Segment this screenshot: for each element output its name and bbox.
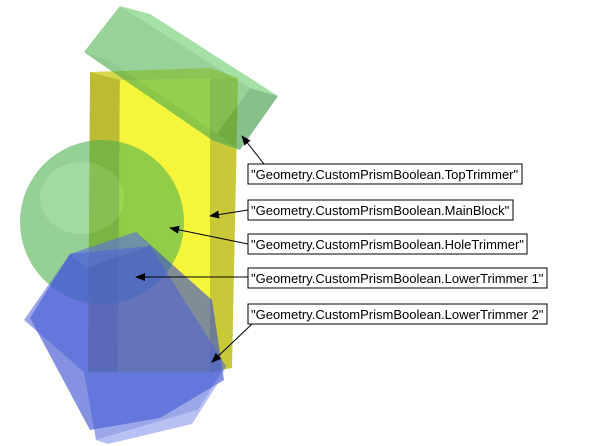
- callout-lower-trimmer-2-arrow: [211, 323, 253, 363]
- callout-hole-trimmer-label: "Geometry.CustomPrismBoolean.HoleTrimmer…: [251, 237, 524, 252]
- callout-main-block: "Geometry.CustomPrismBoolean.MainBlock": [209, 199, 514, 221]
- callout-lower-trimmer-1-label: "Geometry.CustomPrismBoolean.LowerTrimme…: [251, 271, 544, 286]
- callout-main-block-label: "Geometry.CustomPrismBoolean.MainBlock": [251, 203, 510, 218]
- main-block-right-face: [210, 72, 238, 372]
- callout-hole-trimmer-arrow: [169, 225, 249, 245]
- hole-trimmer-highlight: [40, 162, 124, 234]
- top-trimmer-shape: [84, 6, 278, 150]
- lower-trimmer-2-edge: [96, 366, 226, 444]
- callout-lower-trimmer-2-label: "Geometry.CustomPrismBoolean.LowerTrimme…: [251, 307, 544, 322]
- top-trimmer-top-face: [120, 6, 278, 96]
- callout-top-trimmer: "Geometry.CustomPrismBoolean.TopTrimmer": [241, 135, 523, 185]
- top-trimmer-right-face: [212, 88, 278, 150]
- callout-top-trimmer-label: "Geometry.CustomPrismBoolean.TopTrimmer": [251, 167, 519, 182]
- callout-lower-trimmer-2-box: [247, 303, 548, 325]
- callout-top-trimmer-box: [247, 163, 523, 185]
- top-trimmer-front-face: [84, 6, 250, 140]
- callout-top-trimmer-arrow: [241, 135, 265, 165]
- callout-main-block-arrow: [209, 209, 249, 219]
- callout-lower-trimmer-1-box: [247, 267, 548, 289]
- lower-trimmer-2-face: [24, 246, 226, 440]
- callout-hole-trimmer: "Geometry.CustomPrismBoolean.HoleTrimmer…: [169, 225, 528, 255]
- lower-trimmer-2-shape: [24, 246, 226, 444]
- callout-lower-trimmer-1: "Geometry.CustomPrismBoolean.LowerTrimme…: [135, 267, 548, 289]
- callout-lower-trimmer-2: "Geometry.CustomPrismBoolean.LowerTrimme…: [211, 303, 548, 363]
- top-trimmer-bottom-face: [84, 52, 240, 150]
